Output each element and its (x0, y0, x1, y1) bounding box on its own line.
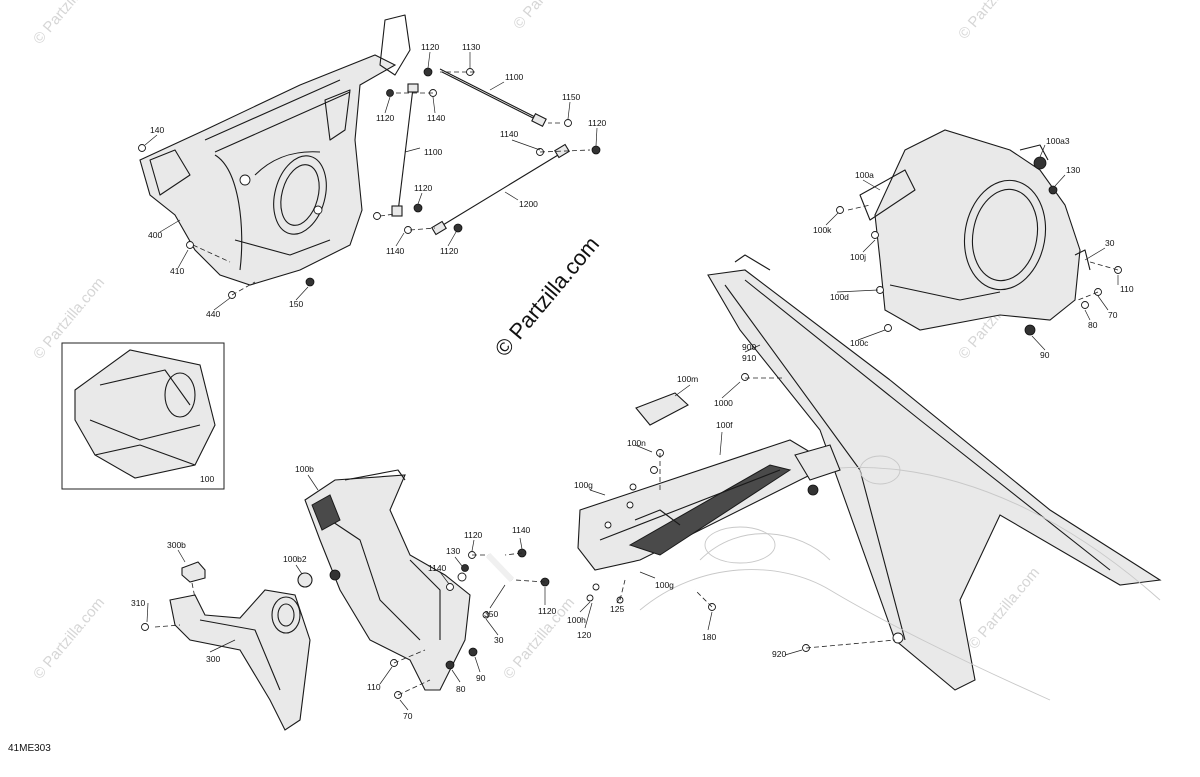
callout-1120: 1120 (440, 246, 459, 256)
callout-130: 130 (446, 546, 460, 556)
callout-100f: 100f (716, 420, 733, 430)
callout-900: 900 (742, 342, 756, 352)
callout-80: 80 (456, 684, 466, 694)
callout-100k: 100k (813, 225, 832, 235)
watermark-text: © Partzilla.com (510, 0, 588, 33)
callout-300: 300 (206, 654, 220, 664)
callout-100j: 100j (850, 252, 866, 262)
lower-left-bracket (141, 561, 311, 731)
callout-30: 30 (494, 635, 504, 645)
callout-90: 90 (476, 673, 486, 683)
callout-100a: 100a (855, 170, 874, 180)
callout-100c: 100c (850, 338, 869, 348)
callout-1140: 1140 (386, 246, 405, 256)
callout-100b: 100b (295, 464, 314, 474)
callout-100m: 100m (677, 374, 698, 384)
leader-lines (144, 51, 1119, 711)
callout-80: 80 (1088, 320, 1098, 330)
callout-90: 90 (1040, 350, 1050, 360)
fasteners-top (138, 67, 601, 299)
callout-1140: 1140 (512, 525, 531, 535)
callout-1100: 1100 (424, 147, 443, 157)
callout-125: 125 (610, 604, 624, 614)
watermark-text: © Partzilla.com (955, 0, 1033, 43)
watermark-text: © Partzilla.com (30, 594, 108, 682)
callout-100d: 100d (830, 292, 849, 302)
callout-440: 440 (206, 309, 220, 319)
callout-100g: 100g (574, 480, 593, 490)
callout-110: 110 (1120, 284, 1134, 294)
callout-920: 920 (772, 649, 786, 659)
callout-180: 180 (702, 632, 716, 642)
cross-tube (468, 548, 550, 619)
figure-code: 41ME303 (8, 743, 51, 754)
callout-100: 100 (200, 474, 214, 484)
callout-100a3: 100a3 (1046, 136, 1070, 146)
callout-410: 410 (170, 266, 184, 276)
callout-70: 70 (403, 711, 413, 721)
callout-100b2: 100b2 (283, 554, 307, 564)
callout-1000: 1000 (714, 398, 733, 408)
callout-1200: 1200 (519, 199, 538, 209)
callout-110: 110 (367, 682, 381, 692)
callout-130: 130 (1066, 165, 1080, 175)
callout-100g: 100g (655, 580, 674, 590)
callout-1100: 1100 (505, 72, 524, 82)
callout-labels: 1120 1130 1100 1120 1140 1150 1120 1140 … (131, 42, 1134, 721)
right-frame-assembly (836, 129, 1122, 336)
floor-pan-assembly (577, 373, 841, 611)
inset-complete-frame (61, 342, 225, 490)
callout-1120: 1120 (464, 530, 483, 540)
callout-100h: 100h (567, 615, 586, 625)
rod-assemblies (391, 68, 570, 236)
callout-1120: 1120 (421, 42, 440, 52)
callout-70: 70 (1108, 310, 1118, 320)
callout-120: 120 (577, 630, 591, 640)
front-frame-assembly (139, 14, 411, 286)
callout-30: 30 (1105, 238, 1115, 248)
callout-150: 150 (289, 299, 303, 309)
callout-400: 400 (148, 230, 162, 240)
callout-1120: 1120 (376, 113, 395, 123)
callout-350: 350 (484, 609, 498, 619)
callout-1150: 1150 (562, 92, 581, 102)
callout-1120: 1120 (414, 183, 433, 193)
callout-300b: 300b (167, 540, 186, 550)
callout-1120: 1120 (588, 118, 607, 128)
callout-1140: 1140 (500, 129, 519, 139)
callout-100n: 100n (627, 438, 646, 448)
callout-310: 310 (131, 598, 145, 608)
callout-910: 910 (742, 353, 756, 363)
watermark-text: © Partzilla.com (30, 0, 108, 48)
callout-1140: 1140 (428, 563, 447, 573)
watermark-text: © Partzilla.com (965, 564, 1043, 652)
callout-1120: 1120 (538, 606, 557, 616)
watermark-center-text: © Partzilla.com (490, 232, 604, 362)
callout-1140: 1140 (427, 113, 446, 123)
assembly-lines (154, 71, 1119, 696)
callout-1130: 1130 (462, 42, 481, 52)
lower-center-frame (297, 469, 471, 691)
callout-140: 140 (150, 125, 164, 135)
